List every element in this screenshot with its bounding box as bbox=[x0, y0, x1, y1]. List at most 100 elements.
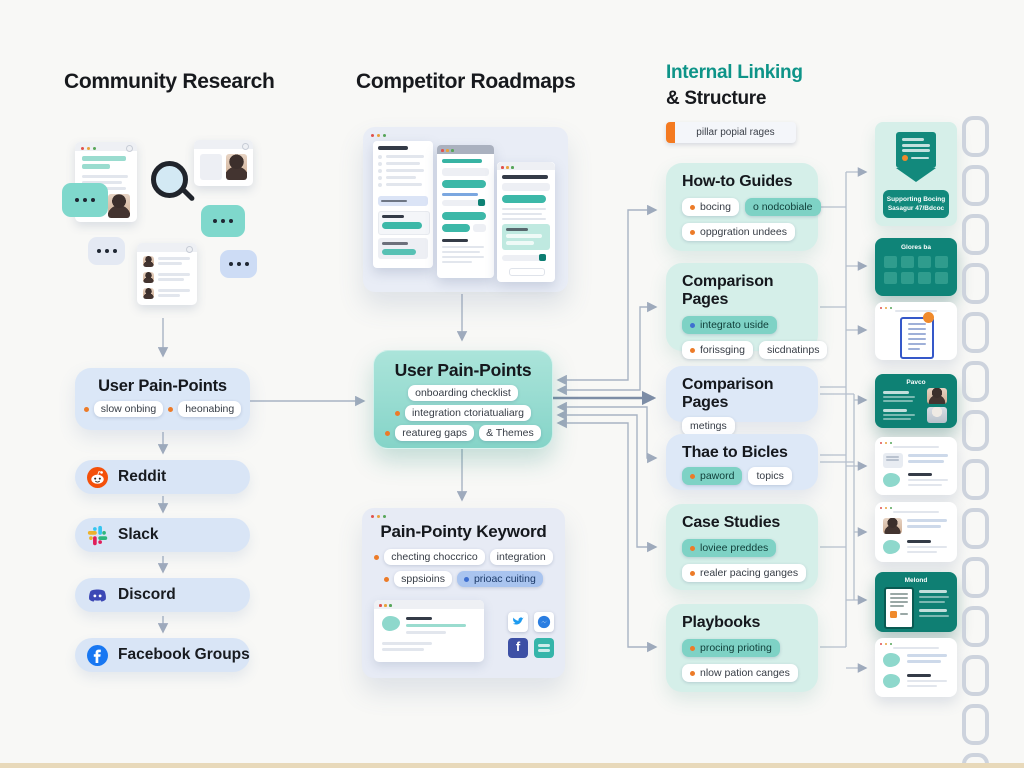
content-tag[interactable]: nlow pation canges bbox=[682, 664, 798, 682]
platform-label: Reddit bbox=[118, 468, 167, 485]
pain-points-title: User Pain-Points bbox=[98, 377, 227, 395]
chain-link bbox=[962, 704, 989, 745]
reddit-icon bbox=[87, 466, 108, 488]
chain-link bbox=[962, 753, 989, 768]
pain-tag[interactable]: reatureg gaps bbox=[395, 425, 475, 441]
competitor-roadmaps-title: Competitor Roadmaps bbox=[356, 70, 576, 93]
avatar bbox=[226, 154, 247, 180]
content-tag[interactable]: paword bbox=[682, 467, 743, 485]
chain-link bbox=[962, 263, 989, 304]
content-tag[interactable]: procing prioting bbox=[682, 639, 780, 657]
facebook-icon bbox=[87, 644, 108, 666]
competitor-roadmaps-illustration bbox=[363, 127, 568, 292]
platform-label: Facebook Groups bbox=[118, 646, 250, 663]
keyword-tag[interactable]: sppsioins bbox=[394, 571, 452, 587]
chain-link bbox=[962, 312, 989, 353]
bottom-accent-bar bbox=[0, 763, 1024, 768]
content-tag[interactable]: forissging bbox=[682, 341, 753, 359]
content-tag[interactable]: topics bbox=[748, 467, 792, 485]
blue-dot bbox=[463, 576, 469, 582]
slack-icon bbox=[87, 525, 108, 546]
pain-pointy-keyword-card[interactable]: Pain-Pointy Keyword checting choccrico i… bbox=[362, 508, 565, 678]
box-thae-to-bicles[interactable]: Thae to Bicles paword topics bbox=[666, 434, 818, 490]
chat-bubble-icon bbox=[201, 205, 245, 237]
pain-tag[interactable]: slow onbing bbox=[93, 401, 164, 417]
box-title: How-to Guides bbox=[682, 173, 793, 190]
box-comparison-pages-1[interactable]: Comparison Pages integrato uside forissg… bbox=[666, 263, 828, 359]
platform-label: Discord bbox=[118, 586, 176, 603]
orange-dot bbox=[385, 430, 391, 436]
avatar bbox=[883, 518, 902, 534]
twitter-icon bbox=[508, 612, 528, 632]
platform-slack[interactable]: Slack bbox=[75, 518, 250, 552]
platform-label: Slack bbox=[118, 526, 159, 543]
discord-icon bbox=[87, 585, 108, 606]
profile-photo bbox=[927, 388, 947, 404]
pain-tag[interactable]: onboarding checklist bbox=[408, 385, 518, 401]
box-title: Comparison Pages bbox=[682, 376, 774, 411]
profile-photo bbox=[927, 407, 947, 423]
link-card-profiles[interactable]: Pavco bbox=[875, 374, 957, 428]
keyword-tag[interactable]: checting choccrico bbox=[384, 549, 485, 565]
content-tag[interactable]: integrato uside bbox=[682, 316, 777, 334]
pain-tag[interactable]: integration ctoriatualiarg bbox=[404, 405, 532, 421]
link-card-article-3[interactable] bbox=[875, 638, 957, 697]
chain-link bbox=[962, 116, 989, 157]
pain-tag[interactable]: & Themes bbox=[479, 425, 541, 441]
keyword-tag[interactable]: prioac cuiting bbox=[456, 571, 543, 587]
box-how-to-guides[interactable]: How-to Guides bocing o nodcobiale oppgra… bbox=[666, 163, 821, 251]
content-tag[interactable]: oppgration undees bbox=[682, 223, 795, 241]
orange-dot bbox=[374, 554, 380, 560]
keyword-tag[interactable]: integration bbox=[489, 549, 553, 565]
link-card-grid[interactable]: Glores ba bbox=[875, 238, 957, 296]
preview-browser-card bbox=[374, 600, 484, 662]
box-comparison-pages-2[interactable]: Comparison Pages metings bbox=[666, 366, 818, 435]
avatar bbox=[108, 194, 130, 218]
magnifier-icon bbox=[151, 161, 188, 198]
orange-dot bbox=[83, 406, 89, 412]
chain-link bbox=[962, 606, 989, 647]
platform-facebook-groups[interactable]: Facebook Groups bbox=[75, 638, 250, 672]
chain-links-icon bbox=[962, 116, 989, 768]
content-tag[interactable]: bocing bbox=[682, 198, 739, 216]
competitor-pain-points-box[interactable]: User Pain-Points onboarding checklist in… bbox=[373, 350, 553, 449]
chat-bubble-icon bbox=[88, 237, 125, 265]
orange-dot bbox=[902, 155, 908, 161]
pillar-pill-label: pillar popial rages bbox=[696, 127, 775, 138]
link-card-supporting[interactable]: Supporting Bocing Sasagur 47/Bdcoc bbox=[875, 122, 957, 226]
orange-dot bbox=[168, 406, 174, 412]
link-card-article-1[interactable] bbox=[875, 437, 957, 495]
content-tag[interactable]: sicdnatinps bbox=[758, 341, 828, 359]
chain-link bbox=[962, 508, 989, 549]
link-card-notebook[interactable] bbox=[875, 302, 957, 360]
content-tag[interactable]: o nodcobiale bbox=[744, 198, 821, 216]
supporting-button[interactable]: Supporting Bocing Sasagur 47/Bdcoc bbox=[883, 190, 949, 218]
orange-dot bbox=[394, 410, 400, 416]
roadmap-window bbox=[437, 145, 494, 278]
pain-tag[interactable]: heonabing bbox=[178, 401, 242, 417]
structure-title: & Structure bbox=[666, 88, 767, 109]
platform-discord[interactable]: Discord bbox=[75, 578, 250, 612]
chat-bubble-icon bbox=[62, 183, 108, 217]
link-card-article-2[interactable] bbox=[875, 502, 957, 562]
messenger-icon bbox=[534, 612, 554, 632]
internal-linking-title: Internal Linking bbox=[666, 62, 803, 83]
box-case-studies[interactable]: Case Studies loviee preddes realer pacin… bbox=[666, 504, 818, 590]
community-pain-points-box[interactable]: User Pain-Points slow onbing heonabing bbox=[75, 368, 250, 430]
document-icon bbox=[884, 587, 914, 629]
content-tag[interactable]: metings bbox=[682, 417, 735, 435]
link-card-document[interactable]: Melond bbox=[875, 572, 957, 632]
chat-bubble-icon bbox=[220, 250, 257, 278]
platform-reddit[interactable]: Reddit bbox=[75, 460, 250, 494]
browser-card bbox=[137, 243, 197, 305]
community-research-title: Community Research bbox=[64, 70, 275, 93]
pillar-pages-pill[interactable]: pillar popial rages bbox=[666, 122, 796, 143]
chain-link bbox=[962, 214, 989, 255]
box-playbooks[interactable]: Playbooks procing prioting nlow pation c… bbox=[666, 604, 818, 692]
keyword-card-title: Pain-Pointy Keyword bbox=[380, 522, 547, 541]
box-title: Playbooks bbox=[682, 614, 761, 631]
content-tag[interactable]: realer pacing ganges bbox=[682, 564, 807, 582]
box-title: Comparison Pages bbox=[682, 273, 774, 308]
content-tag[interactable]: loviee preddes bbox=[682, 539, 777, 557]
